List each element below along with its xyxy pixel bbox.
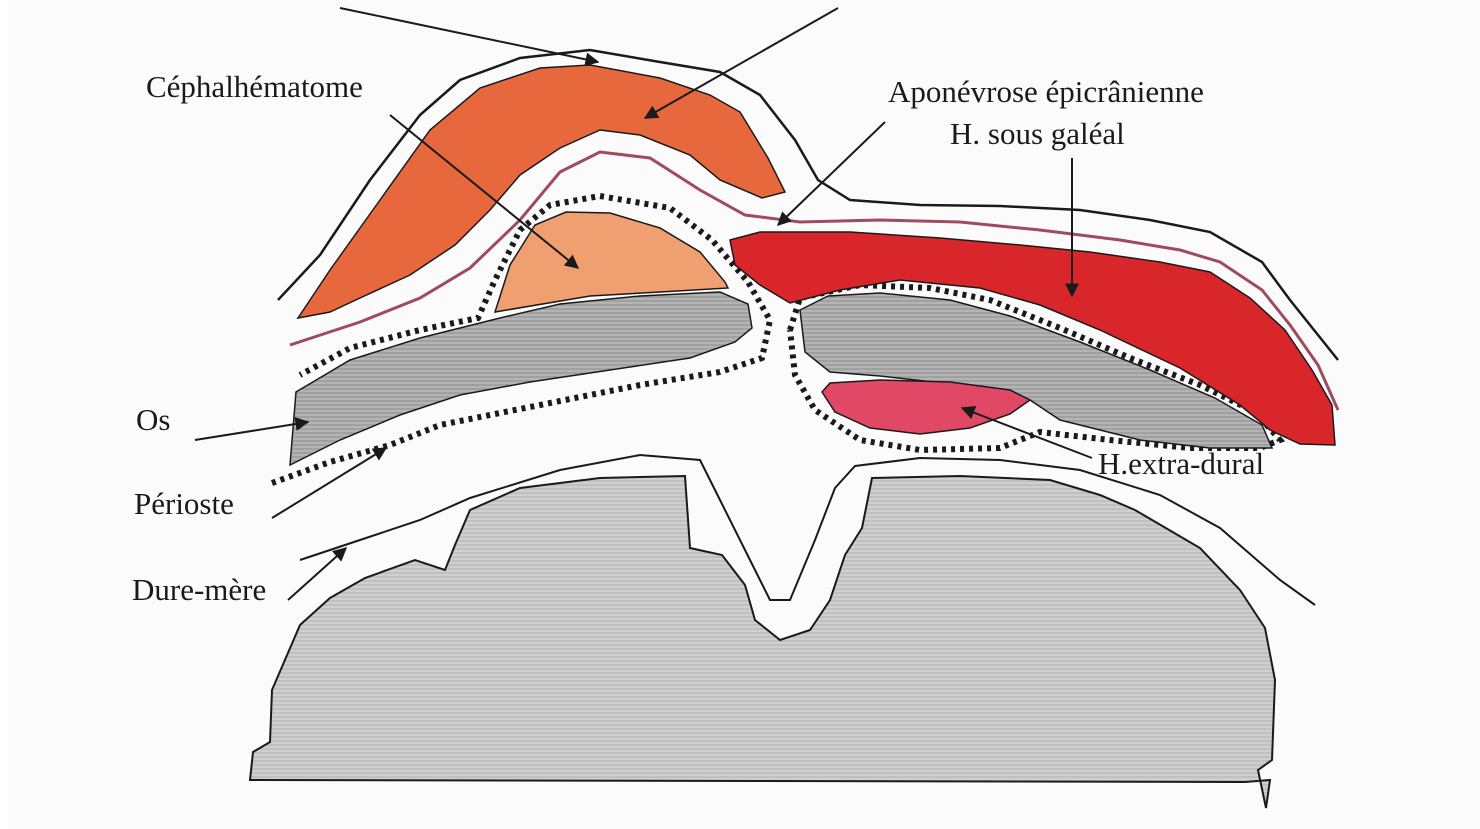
label-dure-mere: Dure-mère [132,572,266,607]
label-sous-galeal: H. sous galéal [950,116,1125,151]
label-cephalhematome: Céphalhématome [146,69,363,104]
label-perioste: Périoste [134,486,234,521]
label-extra-dural: H.extra-dural [1098,446,1264,481]
label-aponevrose: Aponévrose épicrânienne [888,74,1204,109]
label-os: Os [136,402,170,437]
left-margin [0,0,8,829]
